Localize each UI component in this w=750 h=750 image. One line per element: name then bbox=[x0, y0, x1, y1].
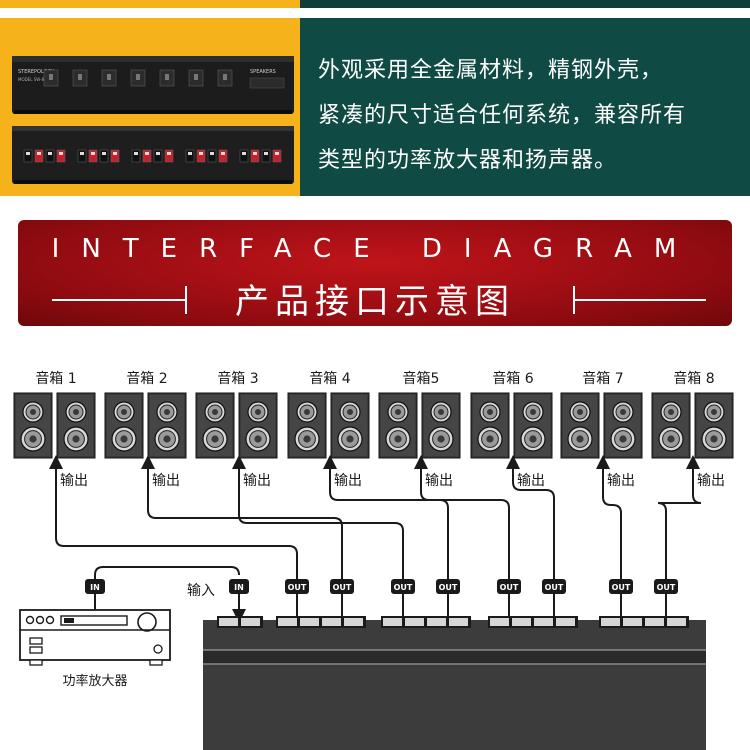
svg-text:OUT: OUT bbox=[439, 583, 458, 592]
product-photo: STEREPOLOGY MODEL SW-8 SPEAKERS bbox=[12, 56, 294, 184]
speaker-pair-4: 音箱 4 输出 bbox=[287, 370, 370, 489]
banner-rules bbox=[52, 286, 706, 314]
speaker-icon bbox=[287, 392, 327, 459]
speaker-label: 音箱 8 bbox=[673, 370, 714, 387]
speaker-label: 音箱 3 bbox=[217, 370, 258, 387]
speaker-icon bbox=[560, 392, 600, 459]
speaker-icon bbox=[238, 392, 278, 459]
switch-front-photo: STEREPOLOGY MODEL SW-8 SPEAKERS bbox=[12, 56, 294, 114]
front-brand-text: STEREPOLOGY bbox=[18, 69, 55, 75]
speaker-icon bbox=[195, 392, 235, 459]
input-wire bbox=[94, 566, 240, 579]
speaker-icon bbox=[56, 392, 96, 459]
speaker-pair-1: 音箱 1 输出 bbox=[13, 370, 96, 489]
svg-text:OUT: OUT bbox=[394, 583, 413, 592]
svg-text:IN: IN bbox=[234, 583, 244, 592]
speaker-pair-6: 音箱 6 输出 bbox=[470, 370, 553, 489]
speaker-icon bbox=[13, 392, 53, 459]
output-label: 输出 bbox=[60, 473, 88, 489]
speaker-icon bbox=[147, 392, 187, 459]
svg-text:OUT: OUT bbox=[333, 583, 352, 592]
svg-text:OUT: OUT bbox=[500, 583, 519, 592]
amplifier-label: 功率放大器 bbox=[62, 673, 127, 689]
description-panel: 外观采用全金属材料，精钢外壳， 紧凑的尺寸适合任何系统，兼容所有 类型的功率放大… bbox=[300, 18, 750, 196]
switch-rear-photo bbox=[12, 126, 294, 184]
speaker-pair-2: 音箱 2 输出 bbox=[104, 370, 187, 489]
speaker-icon bbox=[421, 392, 461, 459]
speaker-pair-5: 音箱5 输出 bbox=[378, 370, 461, 489]
speaker-icon bbox=[330, 392, 370, 459]
description-line-3: 类型的功率放大器和扬声器。 bbox=[318, 148, 618, 173]
speaker-icon bbox=[470, 392, 510, 459]
speaker-label: 音箱 6 bbox=[492, 370, 533, 387]
top-strip-left bbox=[0, 0, 300, 8]
speaker-wire bbox=[414, 455, 510, 579]
speaker-icon bbox=[603, 392, 643, 459]
out-tag: OUT bbox=[497, 579, 521, 594]
output-label: 输出 bbox=[607, 473, 635, 489]
top-strip-right bbox=[300, 0, 750, 8]
speaker-wire bbox=[323, 455, 449, 579]
speaker-wire bbox=[49, 455, 298, 579]
speaker-switch-box bbox=[203, 616, 706, 750]
out-tag: OUT bbox=[285, 579, 309, 594]
svg-text:OUT: OUT bbox=[612, 583, 631, 592]
output-label: 输出 bbox=[697, 473, 725, 489]
speaker-icon bbox=[104, 392, 144, 459]
switch-in-tag: IN bbox=[229, 579, 249, 594]
description-line-2: 紧凑的尺寸适合任何系统，兼容所有 bbox=[318, 103, 687, 128]
out-tag: OUT bbox=[654, 579, 678, 594]
output-label: 输出 bbox=[517, 473, 545, 489]
speaker-wire bbox=[657, 455, 702, 579]
speaker-icon bbox=[513, 392, 553, 459]
product-photo-panel: STEREPOLOGY MODEL SW-8 SPEAKERS bbox=[0, 18, 300, 196]
svg-text:IN: IN bbox=[90, 583, 100, 592]
out-tag: OUT bbox=[436, 579, 460, 594]
output-label: 输出 bbox=[152, 473, 180, 489]
banner-title: INTERFACE DIAGRAM bbox=[51, 234, 699, 264]
power-amplifier: 功率放大器 bbox=[19, 609, 171, 689]
speaker-label: 音箱 1 bbox=[35, 370, 76, 387]
front-speakers-text: SPEAKERS bbox=[250, 69, 276, 75]
out-tag: OUT bbox=[542, 579, 566, 594]
interface-diagram: 音箱 1 输出 音箱 2 输出 音箱 3 输出 音箱 4 输出 音箱5 输出 音箱 6 输出 音箱 7 输… bbox=[13, 370, 734, 750]
svg-text:OUT: OUT bbox=[657, 583, 676, 592]
speaker-label: 音箱 2 bbox=[126, 370, 167, 387]
speaker-pair-8: 音箱 8 输出 bbox=[651, 370, 734, 489]
banner-subtitle: 产品接口示意图 bbox=[235, 282, 515, 322]
svg-text:OUT: OUT bbox=[288, 583, 307, 592]
description-line-1: 外观采用全金属材料，精钢外壳， bbox=[318, 58, 664, 83]
speaker-icon bbox=[694, 392, 734, 459]
front-model-text: MODEL SW-8 bbox=[18, 77, 44, 82]
input-label: 输入 bbox=[187, 583, 215, 599]
speaker-pair-3: 音箱 3 输出 bbox=[195, 370, 278, 489]
output-label: 输出 bbox=[334, 473, 362, 489]
out-tag: OUT bbox=[391, 579, 415, 594]
amp-in-tag: IN bbox=[85, 579, 105, 594]
out-tag: OUT bbox=[609, 579, 633, 594]
speaker-wire bbox=[232, 455, 404, 579]
output-label: 输出 bbox=[243, 473, 271, 489]
interface-diagram-banner: INTERFACE DIAGRAM 产品接口示意图 bbox=[18, 220, 732, 326]
speaker-pair-7: 音箱 7 输出 bbox=[560, 370, 643, 489]
speaker-icon bbox=[651, 392, 691, 459]
speaker-label: 音箱 7 bbox=[582, 370, 623, 387]
speaker-icon bbox=[378, 392, 418, 459]
speaker-label: 音箱 4 bbox=[309, 370, 350, 387]
speaker-wire bbox=[506, 455, 555, 579]
output-label: 输出 bbox=[425, 473, 453, 489]
out-tag: OUT bbox=[330, 579, 354, 594]
speaker-label: 音箱5 bbox=[403, 370, 440, 387]
svg-text:OUT: OUT bbox=[545, 583, 564, 592]
speaker-wire bbox=[596, 455, 622, 579]
